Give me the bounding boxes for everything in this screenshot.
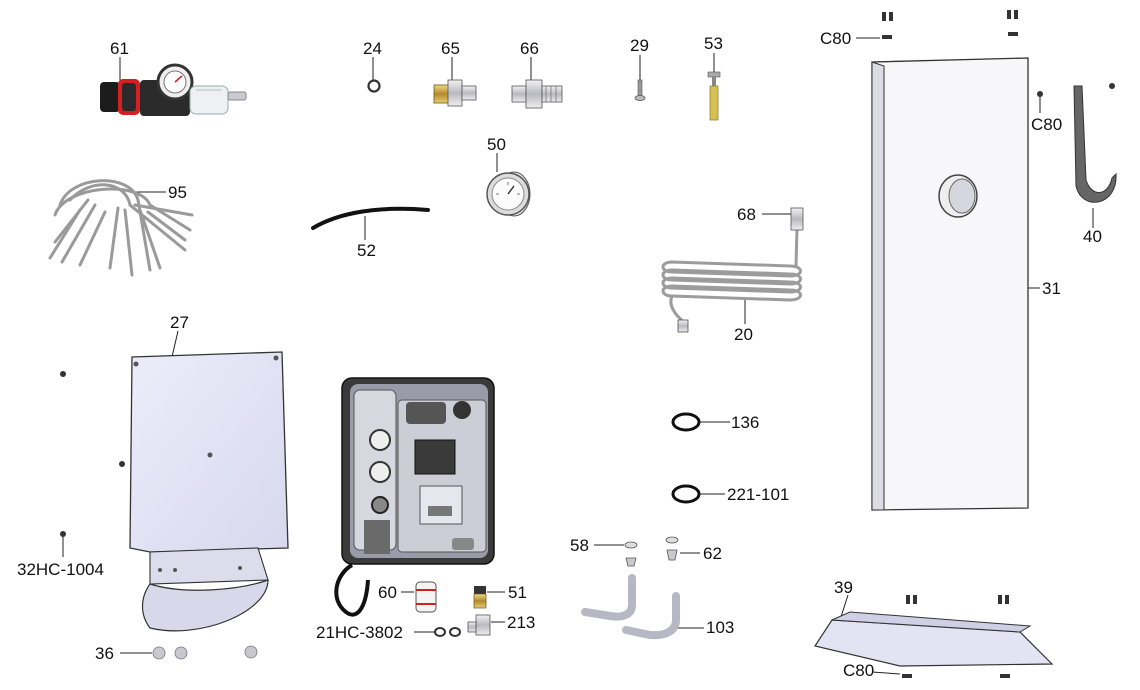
callout-21hc-3802: 21HC-3802 <box>316 623 403 642</box>
steel-fitting-part <box>511 79 563 109</box>
callout-53: 53 <box>704 34 723 53</box>
pressure-gauge-part <box>486 171 531 217</box>
drip-tray-part <box>814 595 1054 678</box>
callout-20: 20 <box>734 325 753 344</box>
coil-part <box>661 207 804 333</box>
callout-58: 58 <box>570 536 589 555</box>
callout-136: 136 <box>731 413 760 432</box>
callout-39: 39 <box>834 578 853 597</box>
cover-panel-part <box>60 351 289 632</box>
control-unit-part <box>334 377 495 617</box>
callout-62: 62 <box>703 544 722 563</box>
cap-parts <box>152 645 258 660</box>
screw-part <box>634 79 646 101</box>
callout-51: 51 <box>508 583 527 602</box>
tall-door-panel-part <box>871 10 1115 511</box>
callout-c80-tray: C80 <box>843 661 875 680</box>
callout-221-101: 221-101 <box>727 485 790 504</box>
callout-68: 68 <box>737 205 756 224</box>
small-fittings-parts <box>415 581 491 637</box>
pipe-elbow-parts <box>581 536 680 640</box>
o-ring-parts <box>671 412 701 504</box>
callout-65: 65 <box>441 39 460 58</box>
filter-regulator-part <box>100 63 247 116</box>
callout-27: 27 <box>170 313 189 332</box>
callout-24: 24 <box>363 39 382 58</box>
callout-36: 36 <box>95 644 114 663</box>
washer-part <box>367 79 381 93</box>
callout-c80-top: C80 <box>820 29 852 48</box>
tube-bundle-part <box>48 179 194 277</box>
callout-c80-right: C80 <box>1031 115 1063 134</box>
hose-part <box>311 206 430 230</box>
callout-32hc-1004: 32HC-1004 <box>17 560 104 579</box>
callout-61: 61 <box>110 39 129 58</box>
callout-95: 95 <box>168 183 187 202</box>
hook-part <box>1073 85 1117 203</box>
leader-lines <box>62 37 1094 675</box>
callout-52: 52 <box>357 241 376 260</box>
anchor-bolt-part <box>707 71 721 121</box>
callout-213: 213 <box>507 613 536 632</box>
callout-29: 29 <box>630 36 649 55</box>
callout-31: 31 <box>1042 279 1061 298</box>
callout-50: 50 <box>487 135 506 154</box>
callout-103: 103 <box>706 618 735 637</box>
callout-40: 40 <box>1083 227 1102 246</box>
callout-60: 60 <box>378 583 397 602</box>
callout-66: 66 <box>520 39 539 58</box>
brass-fitting-part <box>433 79 477 107</box>
